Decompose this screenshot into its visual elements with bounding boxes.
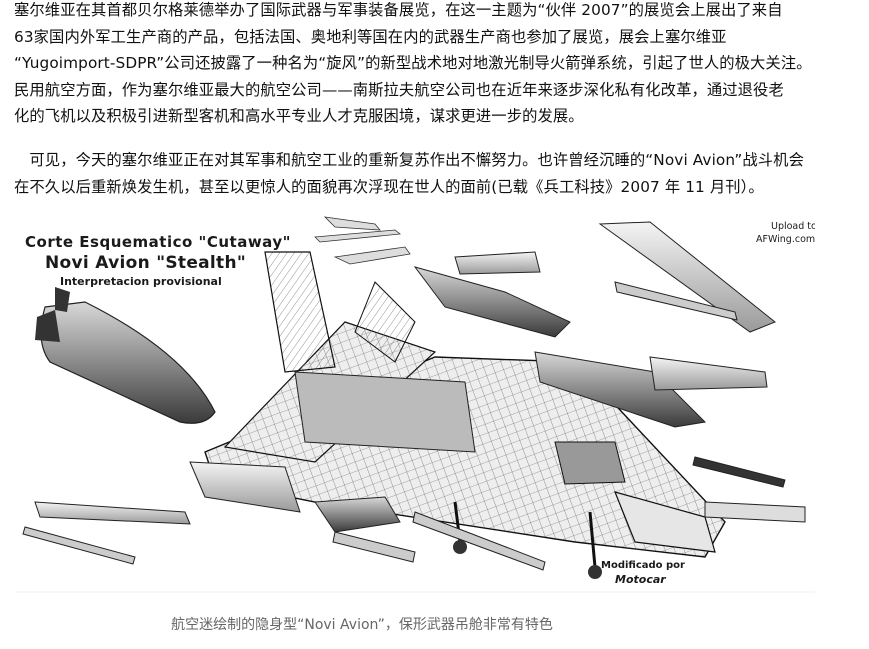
weapon-pods-right [413,221,806,523]
large-weapon-pod-left [35,287,216,424]
figure-title-line-2: Novi Avion "Stealth" [45,253,247,273]
upload-note-line-2: AFWing.com [756,234,815,245]
text-line: 塞尔维亚在其首都贝尔格莱德举办了国际武器与军事装备展览，在这一主题为“伙伴 20… [14,1,783,19]
three-view-silhouettes [314,216,411,265]
modified-by-author: Motocar [615,573,666,586]
figure-caption: 航空迷绘制的隐身型“Novi Avion”，保形武器吊舱非常有特色 [0,614,869,634]
figure-caption-text: 航空迷绘制的隐身型“Novi Avion”，保形武器吊舱非常有特色 [171,617,553,633]
weapon-pods-lower-left [22,461,546,571]
aircraft-cutaway-drawing [15,216,815,593]
article-paragraph-2: 可见，今天的塞尔维亚正在对其军事和航空工业的重新复苏作出不懈努力。也许曾经沉睡的… [14,147,844,200]
text-line: “Yugoimport-SDPR”公司还披露了一种名为“旋风”的新型战术地对地激… [14,54,812,72]
figure-title-line-1: Corte Esquematico "Cutaway" [25,233,291,251]
text-line: 民用航空方面，作为塞尔维亚最大的航空公司——南斯拉夫航空公司也在近年来逐步深化私… [14,80,784,99]
figure-title-line-3: Interpretacion provisional [60,275,222,288]
text-line: 在不久以后重新焕发生机，甚至以更惊人的面貌再次浮现在世人的面前(已载《兵工科技》… [14,177,764,196]
modified-by-label: Modificado por [601,560,685,571]
cutaway-illustration: Corte Esquematico "Cutaway" Novi Avion "… [15,212,815,595]
article-paragraph-1: 塞尔维亚在其首都贝尔格莱德举办了国际武器与军事装备展览，在这一主题为“伙伴 20… [14,0,844,130]
text-line: 63家国内外军工生产商的产品，包括法国、奥地利等国在内的武器生产商也参加了展览，… [14,27,727,46]
text-line: 化的飞机以及积极引进新型客机和高水平专业人才克服困境，谋求更进一步的发展。 [14,107,584,125]
upload-note-line-1: Upload to [771,221,815,232]
text-line: 可见，今天的塞尔维亚正在对其军事和航空工业的重新复苏作出不懈努力。也许曾经沉睡的… [14,151,804,169]
